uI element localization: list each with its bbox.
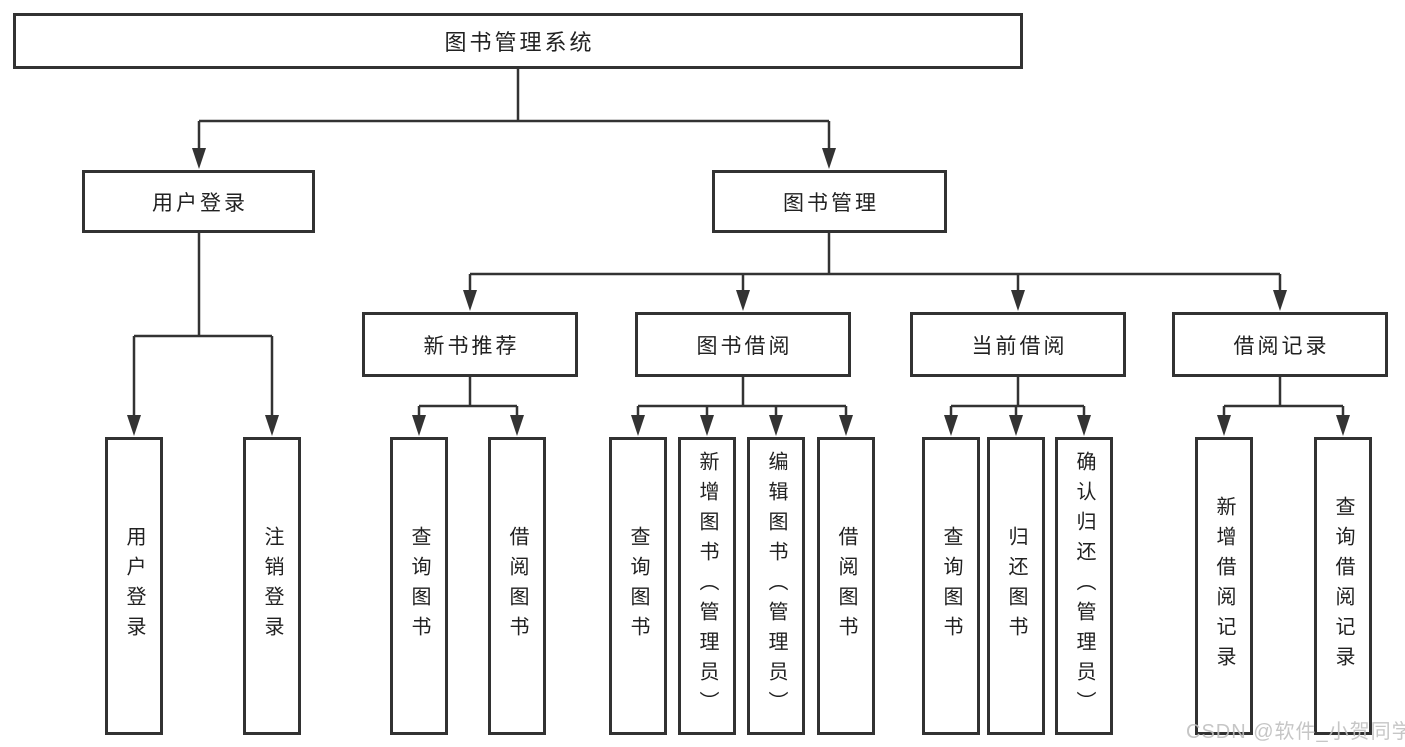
node-label: 查询图书 <box>627 526 649 646</box>
node-label: 用户登录 <box>123 526 145 646</box>
connector-current-children <box>949 377 1086 418</box>
node-book-management: 图书管理 <box>712 170 947 233</box>
node-label: 借阅图书 <box>506 526 528 646</box>
node-user-login: 用户登录 <box>82 170 315 233</box>
node-label: 用户登录 <box>152 191 248 215</box>
node-label: 查询图书 <box>940 526 962 646</box>
leaf-records-query-record: 查询借阅记录 <box>1314 437 1372 735</box>
connector-borrowing-children <box>636 377 848 418</box>
connector-root-to-level2 <box>197 69 831 150</box>
node-label: 注销登录 <box>261 526 283 646</box>
node-label: 查询图书 <box>408 526 430 646</box>
leaf-current-query-books: 查询图书 <box>922 437 980 735</box>
leaf-borrowing-query-books: 查询图书 <box>609 437 667 735</box>
node-borrowing-records: 借阅记录 <box>1172 312 1388 377</box>
csdn-watermark: CSDN @软件_小贺同学 <box>1186 721 1405 743</box>
node-library-system: 图书管理系统 <box>13 13 1023 69</box>
connector-recommend-children <box>417 377 519 418</box>
leaf-borrowing-edit-books-admin: 编辑图书（管理员） <box>747 437 805 735</box>
leaf-user-login: 用户登录 <box>105 437 163 735</box>
leaf-current-return-books: 归还图书 <box>987 437 1045 735</box>
node-label: 归还图书 <box>1005 526 1027 646</box>
leaf-borrowing-add-books-admin: 新增图书（管理员） <box>678 437 736 735</box>
leaf-records-add-record: 新增借阅记录 <box>1195 437 1253 735</box>
connector-user-login-children <box>132 233 274 418</box>
leaf-borrowing-borrow-books: 借阅图书 <box>817 437 875 735</box>
node-label: 确认归还（管理员） <box>1073 451 1095 721</box>
connector-records-children <box>1222 377 1345 418</box>
leaf-logout: 注销登录 <box>243 437 301 735</box>
node-label: 新书推荐 <box>423 334 520 358</box>
node-label: 图书借阅 <box>696 334 793 358</box>
leaf-recommend-borrow-books: 借阅图书 <box>488 437 546 735</box>
connector-book-management-children <box>468 233 1282 292</box>
arrowheads <box>127 148 1350 436</box>
leaf-recommend-query-books: 查询图书 <box>390 437 448 735</box>
node-label: 当前借阅 <box>971 334 1068 358</box>
node-label: 新增图书（管理员） <box>696 451 718 721</box>
node-label: 编辑图书（管理员） <box>765 451 787 721</box>
node-label: 图书管理系统 <box>444 30 595 55</box>
node-label: 新增借阅记录 <box>1213 496 1235 676</box>
leaf-current-confirm-return-admin: 确认归还（管理员） <box>1055 437 1113 735</box>
node-label: 借阅图书 <box>835 526 857 646</box>
node-new-book-recommendation: 新书推荐 <box>362 312 578 377</box>
node-label: 借阅记录 <box>1233 334 1330 358</box>
node-current-borrowing: 当前借阅 <box>910 312 1126 377</box>
node-label: 图书管理 <box>783 191 879 215</box>
node-label: 查询借阅记录 <box>1332 496 1354 676</box>
node-book-borrowing: 图书借阅 <box>635 312 851 377</box>
